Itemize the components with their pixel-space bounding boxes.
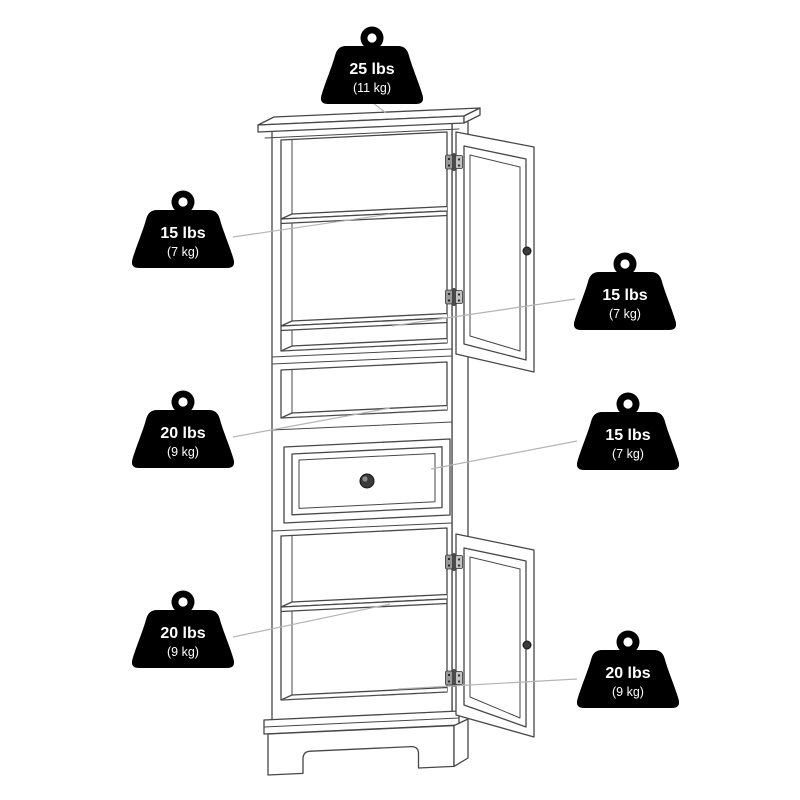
weight-capacity-metric: (7 kg) [609, 307, 641, 321]
lower-interior-detail [281, 528, 447, 700]
drawer [271, 438, 453, 532]
rail-molding-line [271, 522, 453, 532]
weight-capacity-metric: (11 kg) [353, 81, 391, 95]
upper-cabinet-interior [280, 131, 448, 352]
lower-door-knob [522, 640, 532, 650]
leader-line-middle-left [232, 407, 391, 438]
weight-capacity-label: 15 lbs [605, 427, 650, 444]
weight-capacity-label: 15 lbs [160, 225, 205, 242]
lower-door [445, 533, 535, 738]
base-molding-line [263, 717, 460, 728]
upper-door-panel-line-inner [469, 154, 521, 352]
lid-molding-line [264, 128, 460, 139]
door-hinge [445, 287, 463, 307]
upper-door [445, 131, 535, 373]
lower-cabinet-interior [280, 527, 448, 701]
drawer-knob-highlight [362, 476, 368, 482]
upper-door-knob [522, 246, 532, 256]
cabinet-drawing [257, 107, 535, 776]
upper-door-panel [455, 131, 535, 373]
cabinet-base [263, 710, 469, 776]
weight-capacity-label: 20 lbs [160, 625, 205, 642]
leader-line-middle-right [430, 440, 578, 470]
weight-capacity-label: 15 lbs [602, 287, 647, 304]
upper-floor [281, 337, 447, 351]
door-hinge [445, 152, 463, 172]
lower-opening [280, 527, 448, 701]
lower-door-panel [455, 533, 535, 738]
weight-capacity-label: 25 lbs [349, 61, 394, 78]
drawer-panel-outer [291, 446, 443, 516]
weight-capacity-metric: (7 kg) [612, 447, 644, 461]
lower-door-panel-line-outer [463, 547, 527, 728]
side-foot [453, 718, 469, 768]
drawer-knob [359, 473, 375, 489]
weight-capacity-metric: (9 kg) [167, 645, 199, 659]
weight-badge-middle-right: 15 lbs (7 kg) [576, 392, 680, 470]
leader-line-upper-left [232, 213, 391, 238]
weight-badge-lower-left: 20 lbs (9 kg) [131, 590, 235, 668]
rail-molding-line [271, 348, 453, 358]
weight-badge-lower-right: 20 lbs (9 kg) [576, 630, 680, 708]
lid-side-edge [463, 107, 481, 124]
rail-molding-line [271, 355, 453, 365]
mid-rail-upper [271, 348, 453, 365]
front-apron-and-feet [267, 724, 455, 776]
upper-shelf-2-edge [281, 317, 447, 332]
door-hinge [445, 668, 463, 688]
rail-molding-line [271, 421, 453, 431]
door-hinge [445, 552, 463, 572]
weight-badge-middle-left: 20 lbs (9 kg) [131, 390, 235, 468]
weight-badge-upper-right: 15 lbs (7 kg) [573, 252, 677, 330]
weight-badges: 25 lbs (11 kg) 15 lbs (7 kg) 15 lbs (7 k… [131, 26, 680, 708]
lower-shelf-edge [281, 598, 447, 613]
weight-badge-top: 25 lbs (11 kg) [320, 26, 424, 104]
lower-door-panel-line-inner [469, 556, 521, 719]
weight-capacity-label: 20 lbs [605, 665, 650, 682]
leader-lines [232, 101, 578, 690]
cabinet-top [257, 107, 481, 139]
weight-capacity-label: 20 lbs [160, 425, 205, 442]
leader-line-lower-left [232, 603, 391, 638]
drawer-panel-inner [298, 453, 436, 509]
weight-capacity-metric: (9 kg) [167, 445, 199, 459]
weight-capacity-metric: (7 kg) [167, 245, 199, 259]
weight-badge-upper-left: 15 lbs (7 kg) [131, 190, 235, 268]
weight-capacity-metric: (9 kg) [612, 685, 644, 699]
leader-line-lower-right [397, 678, 578, 690]
leader-line-upper-right [391, 298, 576, 327]
upper-door-panel-line-outer [463, 145, 527, 361]
